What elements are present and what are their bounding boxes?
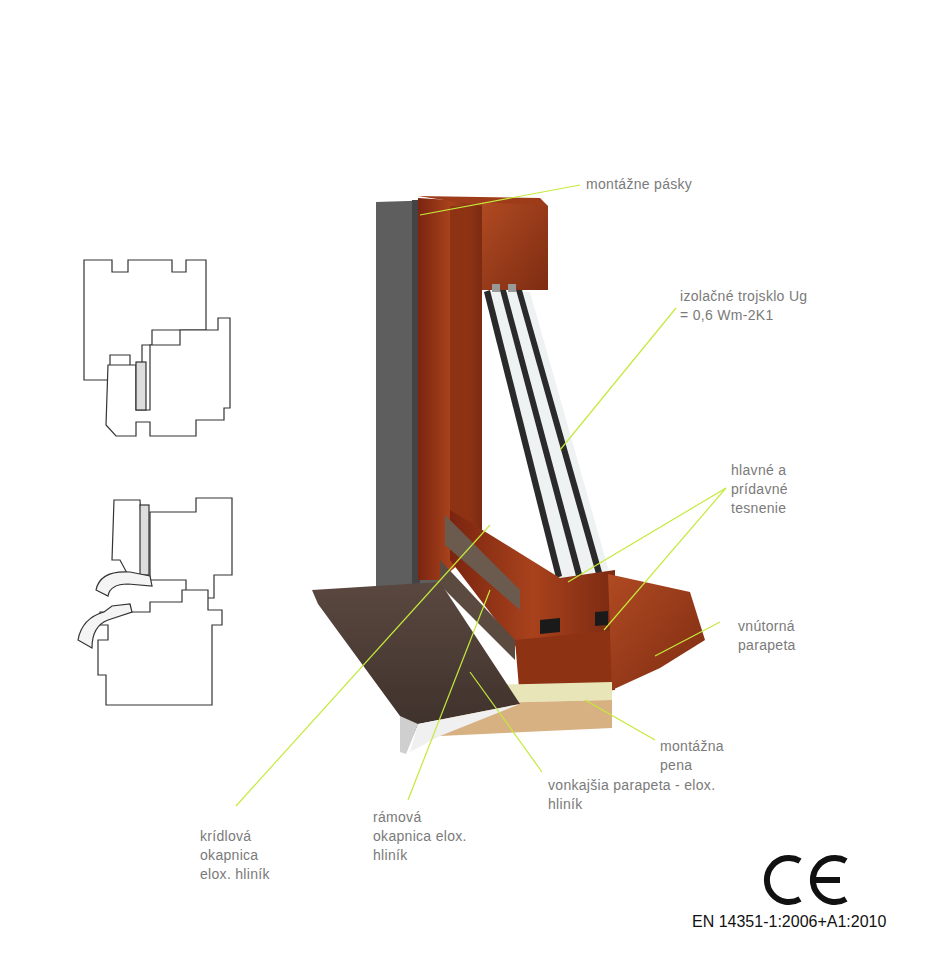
- ce-mark: [767, 858, 846, 902]
- sash-profile-lower: [150, 498, 232, 598]
- leader-line: [236, 525, 490, 806]
- part-label: izolačné trojsklo Ug = 0,6 Wm-2K1: [680, 287, 812, 325]
- spacer: [508, 284, 516, 292]
- leader-line: [470, 672, 542, 772]
- glass-pane: [516, 290, 602, 574]
- glass-edge: [140, 505, 149, 575]
- drip-profile: [96, 572, 152, 596]
- leader-line: [604, 488, 726, 630]
- seal: [595, 611, 608, 626]
- part-label: krídlová okapnica elox. hliník: [200, 827, 290, 884]
- seal: [540, 618, 560, 634]
- leader-line: [408, 590, 490, 800]
- leader-line: [568, 488, 726, 582]
- sash-top-cut: [482, 202, 548, 290]
- window-section: [312, 196, 705, 754]
- part-label: montážne pásky: [586, 175, 746, 194]
- outer-sill-underside: [410, 704, 520, 752]
- glass-pane: [484, 290, 562, 578]
- part-label: rámová okapnica elox. hliník: [373, 808, 483, 865]
- part-label: vonkajšia parapeta - elox. hliník: [548, 776, 723, 814]
- glass-edge: [136, 362, 146, 410]
- ce-e-bar: [810, 877, 840, 883]
- leader-line: [585, 700, 655, 740]
- sash-profile-bottom: [112, 500, 144, 575]
- part-label: vnútorná parapeta: [738, 617, 828, 655]
- leader-line: [655, 622, 720, 656]
- ce-c: [767, 858, 800, 902]
- sash-profile: [106, 318, 230, 436]
- glass-pane: [500, 290, 582, 576]
- leader-lines: [236, 185, 726, 806]
- standard-label: EN 14351-1:2006+A1:2010: [692, 912, 932, 931]
- profile-drawing: [78, 260, 232, 705]
- sash-jamb: [450, 206, 470, 545]
- inner-sill: [608, 574, 705, 690]
- leader-line: [560, 308, 676, 450]
- part-label: montážna pena: [660, 737, 750, 775]
- drip-profile: [78, 604, 132, 648]
- leader-line: [420, 185, 580, 215]
- spacer: [492, 284, 500, 292]
- part-label: hlavné a prídavné tesnenie: [731, 461, 815, 518]
